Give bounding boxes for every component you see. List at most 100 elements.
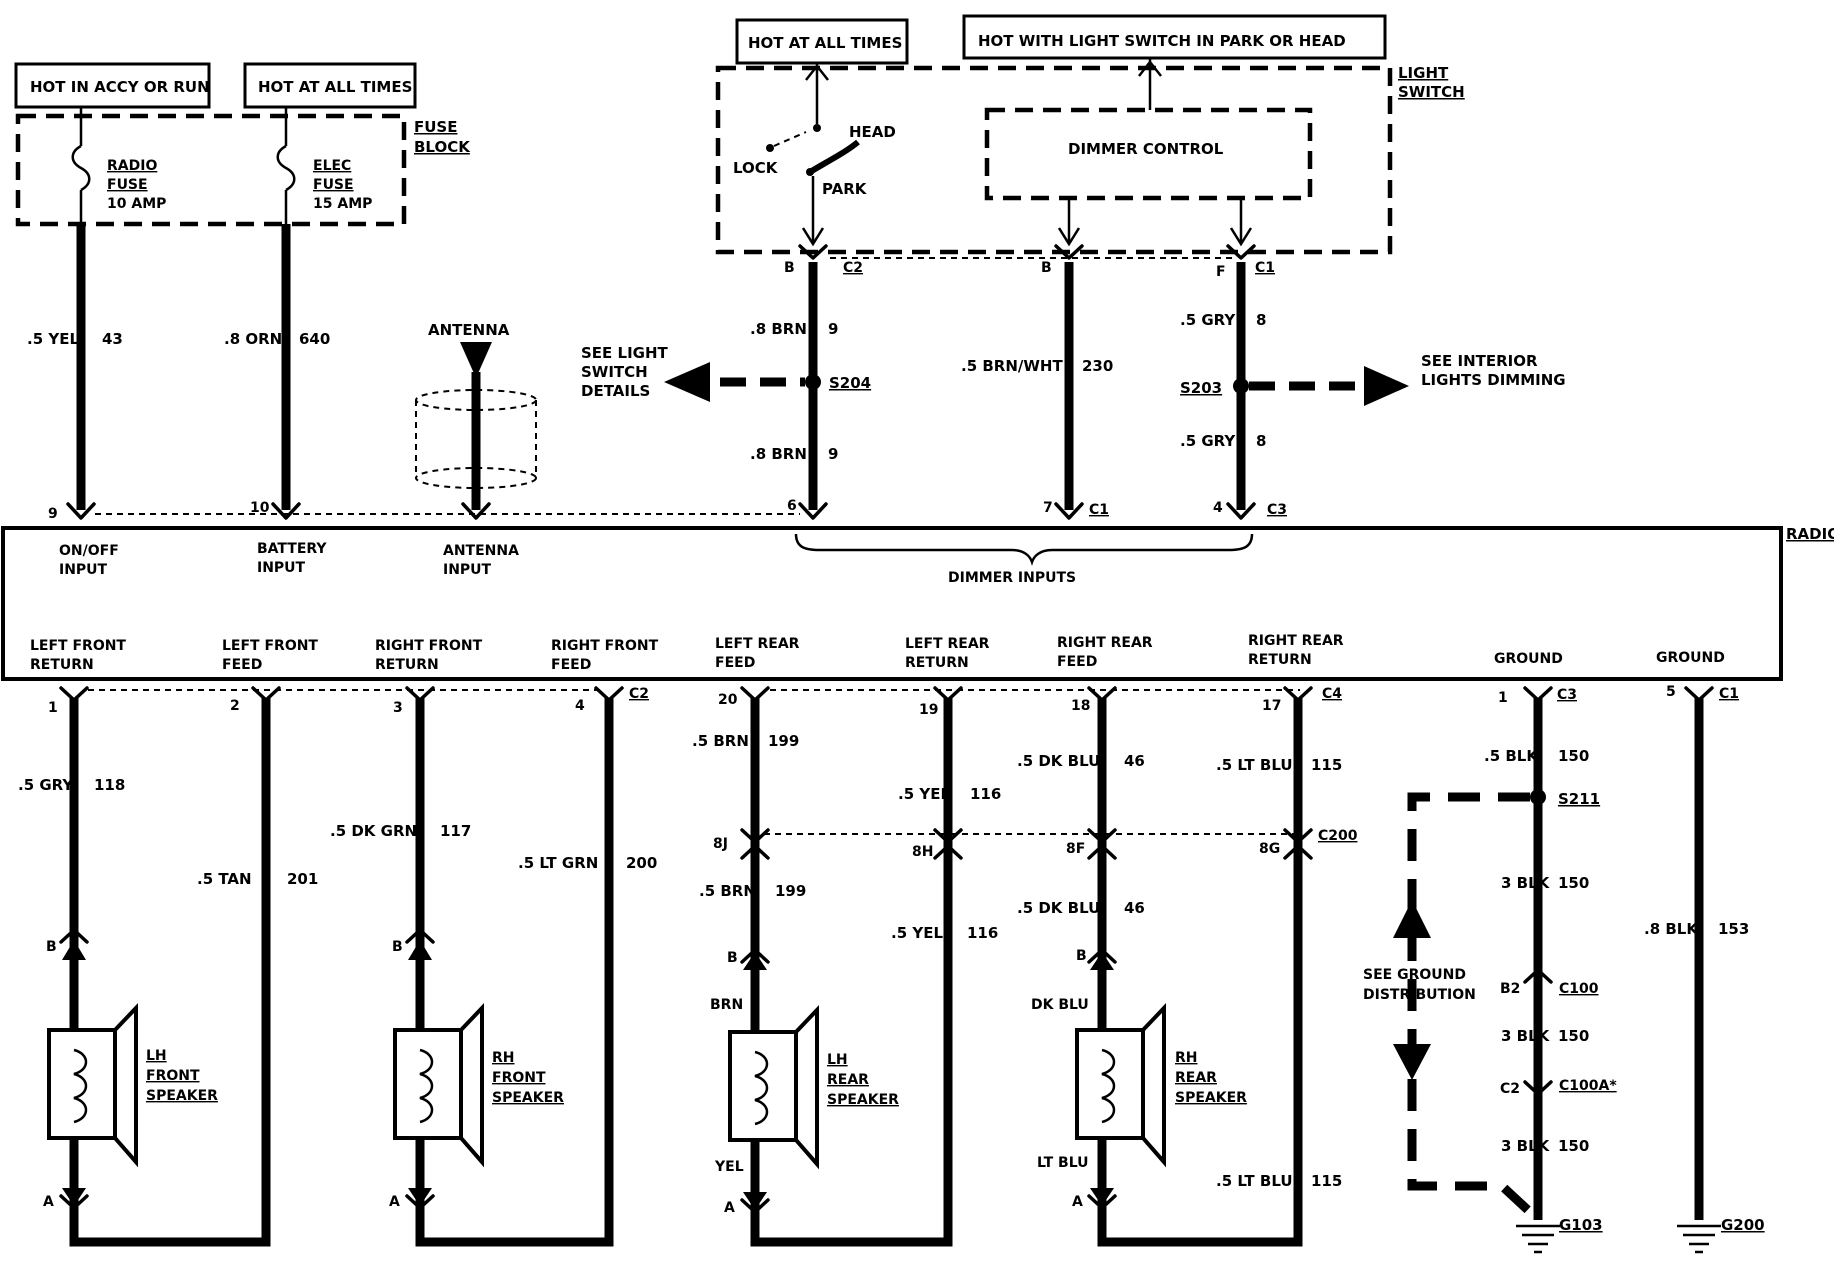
dimmer-control-outline <box>984 107 1313 201</box>
light-switch-c2-connector <box>798 244 828 260</box>
pin-17: 17 <box>1262 698 1281 714</box>
rh-front-pin-a: A <box>389 1194 400 1210</box>
lbl-ltblu-b-c: 115 <box>1311 1172 1342 1190</box>
wire-gry-bot-circuit: 8 <box>1256 432 1266 450</box>
wire-lh-rear-loop <box>750 698 953 1247</box>
radio-pin-9: 9 <box>48 506 58 522</box>
lh-front-speaker-icon <box>47 1003 138 1168</box>
lbl-yel-b: .5 YEL <box>891 924 943 942</box>
radio-fuse-label-1: RADIO <box>107 158 157 174</box>
lbl-ltgrn: .5 LT GRN <box>518 854 598 872</box>
rh-front-label-3: SPEAKER <box>492 1090 564 1106</box>
hot-accy-run-box <box>14 62 211 109</box>
radio-c1-top: C1 <box>1089 502 1109 518</box>
arrow-right-icon <box>1364 366 1409 406</box>
out-lr-feed-2: FEED <box>715 655 755 671</box>
lbl-yel-a-c: 116 <box>970 785 1001 803</box>
see-interior-1: SEE INTERIOR <box>1421 352 1538 370</box>
lbl-ltblu-b: .5 LT BLU <box>1216 1172 1293 1190</box>
out-lf-return-1: LEFT FRONT <box>30 638 126 654</box>
on-off-input-1: ON/OFF <box>59 543 119 559</box>
radio-fuse-label-3: 10 AMP <box>107 196 166 212</box>
radio-fuse-label-2: FUSE <box>107 177 148 193</box>
ground-g103-label: G103 <box>1559 1216 1603 1234</box>
light-switch-label-1: LIGHT <box>1398 64 1449 82</box>
fuse-block-outline <box>15 113 407 227</box>
lh-rear-pin-a: A <box>724 1200 735 1216</box>
conn-c2-top: C2 <box>843 260 863 276</box>
wire-gry-top-size: .5 GRY <box>1180 311 1236 329</box>
wire-brn-bot-circuit: 9 <box>828 445 838 463</box>
lh-rear-bot-color: YEL <box>714 1159 744 1175</box>
dimmer-inputs-label: DIMMER INPUTS <box>948 570 1076 586</box>
switch-head-label: HEAD <box>849 123 896 141</box>
conn-c100a: C100A* <box>1559 1078 1617 1094</box>
ground-g200-label: G200 <box>1721 1216 1765 1234</box>
light-switch-c1-f-connector <box>1226 244 1256 260</box>
hot-accy-run-label: HOT IN ACCY OR RUN <box>30 78 210 96</box>
lbl-brn-a: .5 BRN <box>692 732 749 750</box>
splice-s211-label: S211 <box>1558 790 1600 808</box>
arrow-up-icon <box>1393 900 1431 938</box>
radio-pin-10-connector <box>271 502 301 520</box>
lbl-gry-c: 118 <box>94 776 125 794</box>
lbl-blk-3a-c: 150 <box>1558 874 1589 892</box>
lbl-blk-3c: 3 BLK <box>1501 1137 1551 1155</box>
lbl-brn-b: .5 BRN <box>699 882 756 900</box>
out-lf-feed-1: LEFT FRONT <box>222 638 318 654</box>
rh-front-speaker-icon <box>393 1003 484 1168</box>
see-interior-2: LIGHTS DIMMING <box>1421 371 1566 389</box>
lower-c2: C2 <box>629 686 649 702</box>
rh-rear-pin-b: B <box>1076 948 1087 964</box>
light-switch-outline <box>715 65 1393 255</box>
hot-light-switch-box <box>962 14 1387 60</box>
ground-g200-icon <box>1677 1224 1721 1254</box>
lbl-ltblu-a-c: 115 <box>1311 756 1342 774</box>
arrow-down-icon <box>1393 1044 1431 1080</box>
pin-b-1: B <box>784 260 795 276</box>
rh-rear-label-1: RH <box>1175 1050 1198 1066</box>
antenna-input-1: ANTENNA <box>443 543 519 559</box>
lh-front-label-2: FRONT <box>146 1068 200 1084</box>
lbl-ltblu-a: .5 LT BLU <box>1216 756 1293 774</box>
see-light-switch-2: SWITCH <box>581 363 648 381</box>
radio-pin-7-connector <box>1054 502 1084 520</box>
lbl-yel-b-c: 116 <box>967 924 998 942</box>
rh-rear-label-3: SPEAKER <box>1175 1090 1247 1106</box>
lbl-dkblu-b: .5 DK BLU <box>1017 899 1100 917</box>
elec-fuse-label-1: ELEC <box>313 158 351 174</box>
lower-c4: C4 <box>1322 686 1342 702</box>
radio-fuse-icon <box>71 144 91 192</box>
radio-pin-4: 4 <box>1213 500 1223 516</box>
out-rf-return-2: RETURN <box>375 657 439 673</box>
pin-1-ground: 1 <box>1498 690 1508 706</box>
lbl-ltgrn-c: 200 <box>626 854 657 872</box>
conn-c100: C100 <box>1559 981 1599 997</box>
wire-brn-top-circuit: 9 <box>828 320 838 338</box>
pin-1: 1 <box>48 700 58 716</box>
light-switch-contact-icon <box>808 139 860 175</box>
wire-brn-top-size: .8 BRN <box>750 320 807 338</box>
pin-20: 20 <box>718 692 738 708</box>
rh-rear-speaker-icon <box>1075 1003 1166 1168</box>
rh-front-label-2: FRONT <box>492 1070 546 1086</box>
lbl-tan: .5 TAN <box>197 870 252 888</box>
pin-f: F <box>1216 264 1226 280</box>
ground-g103-icon <box>1516 1224 1560 1254</box>
lbl-blk-3a: 3 BLK <box>1501 874 1551 892</box>
pin-8g: 8G <box>1259 841 1280 857</box>
rh-rear-top-color: DK BLU <box>1031 997 1089 1013</box>
see-ground-1: SEE GROUND <box>1363 967 1466 983</box>
wire-yel-circuit: 43 <box>102 330 123 348</box>
pin-c2-ground: C2 <box>1500 1081 1520 1097</box>
lbl-yel-a: .5 YEL <box>898 785 950 803</box>
lower-connectors <box>59 686 1714 1214</box>
out-lf-feed-2: FEED <box>222 657 262 673</box>
pin-b2: B2 <box>1500 981 1520 997</box>
splice-s204 <box>805 374 821 390</box>
fuse-block-label-1: FUSE <box>414 118 457 136</box>
elec-fuse-label-3: 15 AMP <box>313 196 372 212</box>
out-lf-return-2: RETURN <box>30 657 94 673</box>
wire-orn-size: .8 ORN <box>224 330 282 348</box>
